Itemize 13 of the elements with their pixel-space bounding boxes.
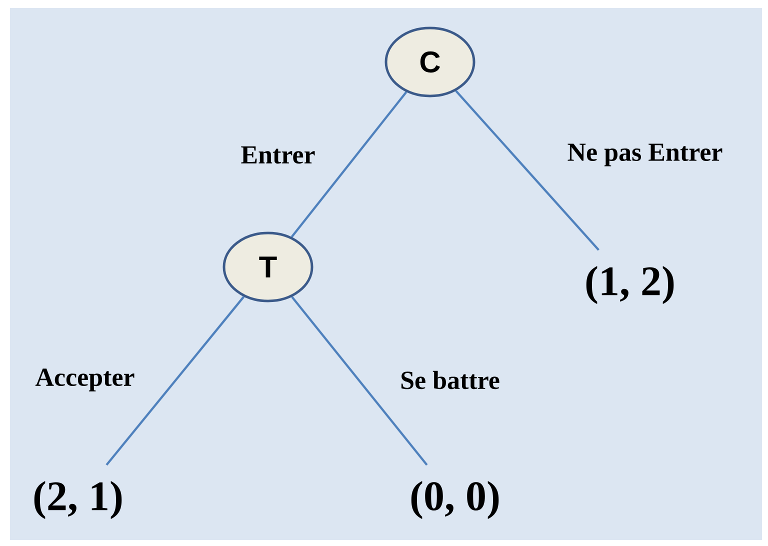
edge-label: Se battre [399, 370, 501, 390]
branch-line [290, 91, 408, 238]
branch-line [106, 296, 245, 466]
payoff-label: (2, 1) [34, 480, 122, 520]
decision-node: C [384, 26, 476, 98]
edge-label: Entrer [240, 145, 316, 165]
branch-line [291, 296, 428, 466]
decision-node: T [222, 232, 314, 302]
edge-label: Accepter [34, 368, 136, 392]
branch-line [455, 90, 600, 251]
edge-label: Ne pas Entrer [566, 142, 724, 168]
payoff-label: (1, 2) [586, 266, 674, 304]
payoff-label: (0, 0) [411, 480, 499, 520]
